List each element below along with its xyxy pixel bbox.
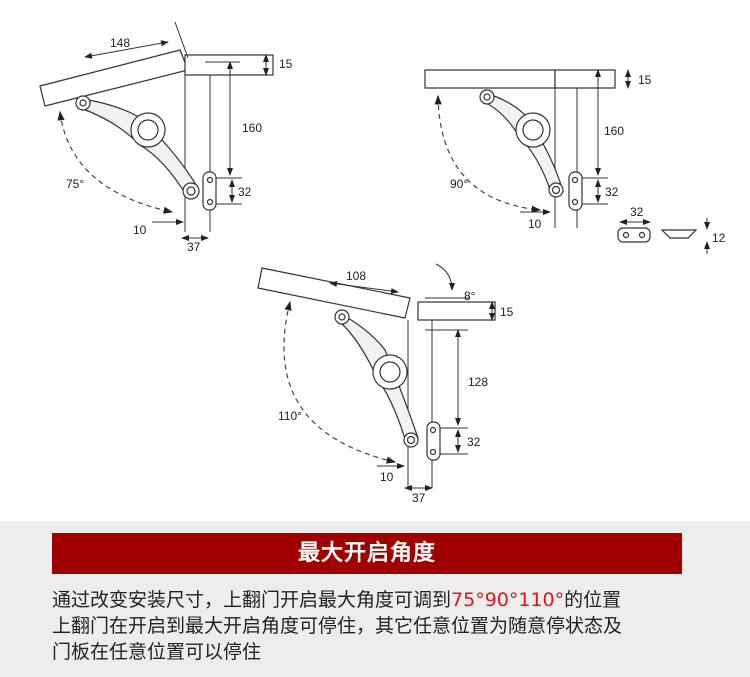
dim-height: 128: [468, 375, 488, 389]
dim-height: 160: [604, 124, 624, 138]
dim-thickness: 15: [279, 57, 293, 71]
angle-label: 110°: [278, 409, 302, 423]
hinge-diagram: 148 15 160 75° 32 10 37 15 160 90° 32: [39, 21, 726, 505]
dim-hole-spacing: 32: [467, 435, 481, 449]
angle-label: 75°: [66, 177, 84, 191]
dim-base: 37: [187, 240, 201, 254]
dim-offset: 10: [528, 217, 542, 231]
dim-offset: 10: [133, 223, 147, 237]
diagram-90-degree: 15 160 90° 32 10 32 12: [424, 69, 726, 254]
dim-width: 108: [346, 269, 366, 283]
section-banner: 最大开启角度: [52, 533, 682, 574]
line1-text: 通过改变安装尺寸，上翻门开启最大角度可调到: [52, 589, 452, 611]
dim-tilt-angle: 8°: [464, 289, 476, 303]
dim-base: 37: [412, 491, 426, 505]
diagram-75-degree: 148 15 160 75° 32 10 37: [39, 21, 293, 254]
lid-panel: [257, 267, 411, 319]
small-bracket-part: [660, 229, 698, 239]
cabinet-top: [554, 69, 616, 89]
line1-end: 的位置: [564, 589, 622, 611]
description-line-2: 上翻门在开启到最大开启角度可停住，其它任意位置为随意停状态及: [52, 615, 623, 637]
dim-part-height: 12: [712, 231, 726, 245]
angle-label: 90°: [450, 177, 468, 191]
small-plate-part: [617, 227, 651, 243]
hinge-arm: [77, 97, 199, 196]
dim-width: 148: [110, 36, 130, 50]
dim-height: 160: [242, 121, 262, 135]
description: 通过改变安装尺寸，上翻门开启最大角度可调到75°90°110°的位置 上翻门在开…: [52, 587, 732, 665]
mount-plate: [202, 171, 217, 211]
diagram-110-degree: 108 8° 15 128 110° 32 10 37: [257, 263, 514, 505]
mount-plate: [426, 421, 441, 461]
description-line-1: 通过改变安装尺寸，上翻门开启最大角度可调到75°90°110°的位置: [52, 587, 732, 613]
dim-hole-spacing: 32: [238, 185, 252, 199]
dim-offset: 10: [380, 470, 394, 484]
dim-thickness: 15: [638, 73, 652, 87]
info-section: 最大开启角度 通过改变安装尺寸，上翻门开启最大角度可调到75°90°110°的位…: [0, 521, 750, 677]
lid-panel: [39, 49, 189, 107]
dim-thickness: 15: [500, 305, 514, 319]
dim-hole-spacing: 32: [605, 185, 619, 199]
dim-part-width: 32: [630, 205, 644, 219]
cabinet-top: [417, 301, 496, 321]
mount-plate: [568, 171, 583, 211]
angle-highlight: 75°90°110°: [451, 589, 565, 611]
cabinet-top: [184, 54, 274, 76]
description-line-3: 门板在任意位置可以停住: [52, 641, 262, 663]
lid-panel: [424, 69, 556, 89]
